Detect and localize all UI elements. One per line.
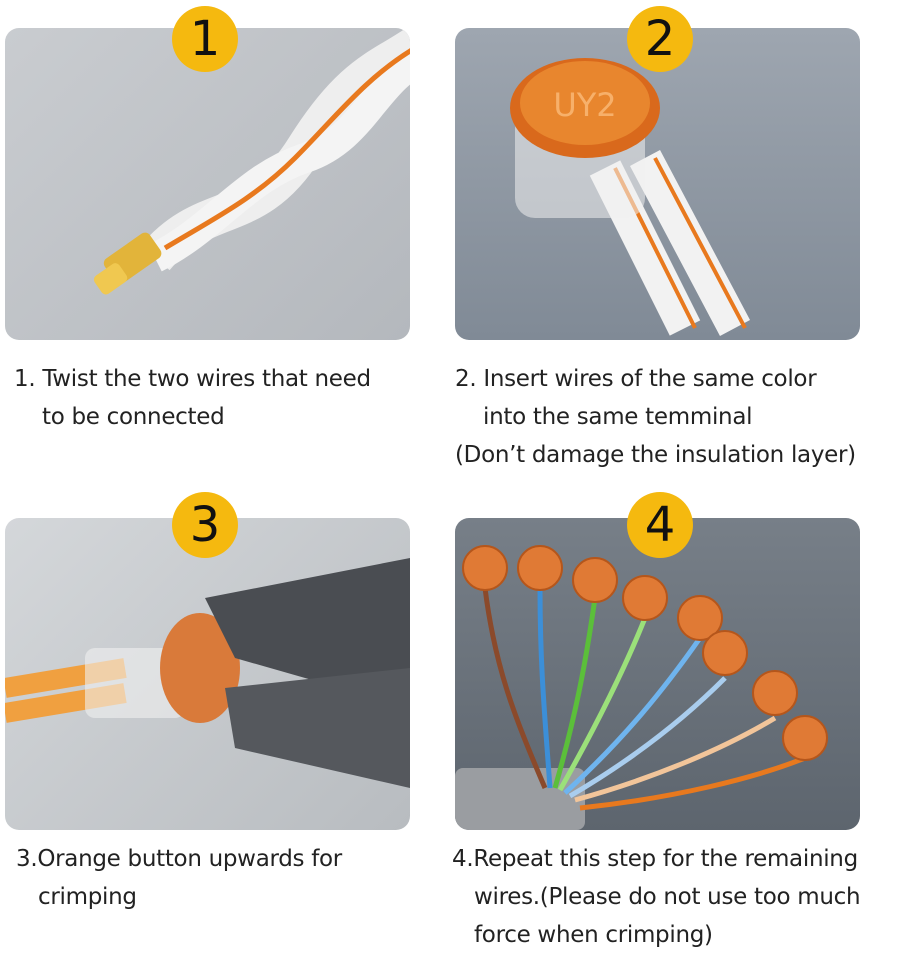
caption-line: to be connected — [42, 404, 225, 430]
caption-line: 1. Twist the two wires that need — [14, 366, 371, 392]
caption-line: force when crimping) — [474, 922, 713, 948]
step-number-badge: 4 — [627, 492, 693, 558]
crimping-illustration — [5, 558, 410, 788]
caption-line: crimping — [38, 884, 137, 910]
step-number-badge: 3 — [172, 492, 238, 558]
caption-line: 4.Repeat this step for the remaining — [452, 846, 858, 872]
step-1-image — [5, 28, 410, 340]
step-3-caption: 3.Orange button upwards for crimping — [16, 840, 342, 916]
step-2-image: UY2 — [455, 28, 860, 340]
connector-label: UY2 — [553, 86, 616, 124]
step-3-image — [5, 518, 410, 830]
step-number-badge: 2 — [627, 6, 693, 72]
caption-line: into the same temminal — [483, 404, 753, 430]
caption-line: 3.Orange button upwards for — [16, 846, 342, 872]
step-4-caption: 4.Repeat this step for the remaining wir… — [452, 840, 861, 954]
step-2-caption: 2. Insert wires of the same color into t… — [455, 360, 856, 474]
caption-line: wires.(Please do not use too much — [474, 884, 861, 910]
caption-line: (Don’t damage the insulation layer) — [455, 442, 856, 468]
step-4-image — [455, 518, 860, 830]
twisted-wires-illustration — [93, 28, 410, 295]
connector-insert-illustration: UY2 — [510, 58, 751, 336]
step-1-caption: 1. Twist the two wires that need to be c… — [14, 360, 371, 436]
step-number-badge: 1 — [172, 6, 238, 72]
multiple-connectors-illustration — [455, 545, 828, 830]
caption-line: 2. Insert wires of the same color — [455, 366, 817, 392]
